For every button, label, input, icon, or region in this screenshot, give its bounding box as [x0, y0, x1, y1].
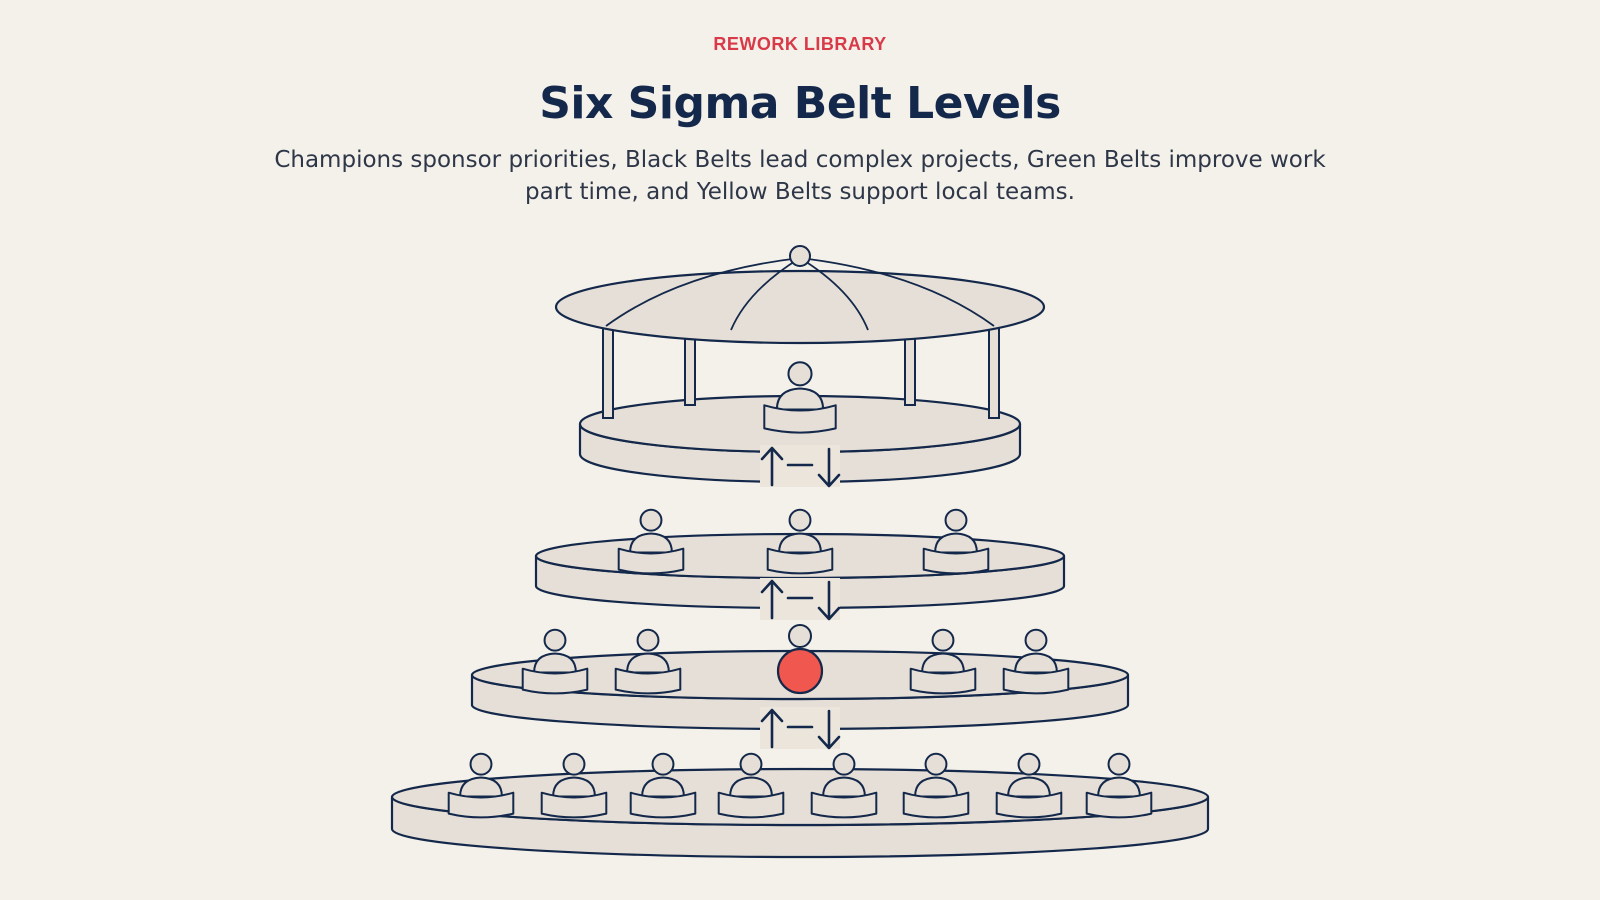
person-head	[944, 508, 968, 532]
eyebrow-label: REWORK LIBRARY	[713, 34, 887, 54]
connector-1-2	[760, 445, 841, 488]
person-level-2	[617, 508, 685, 575]
page-title: Six Sigma Belt Levels	[539, 78, 1061, 129]
desk	[521, 667, 589, 695]
person-head	[651, 752, 675, 776]
up-arrow-icon	[760, 708, 784, 749]
person-level-3	[521, 628, 589, 695]
person-level-4	[810, 752, 878, 819]
down-arrow-icon	[817, 709, 841, 750]
person-level-1	[763, 361, 837, 434]
person-level-2	[922, 508, 990, 575]
person-head	[931, 628, 955, 652]
highlight-dot	[776, 647, 824, 695]
desk	[629, 791, 697, 819]
desk	[617, 547, 685, 575]
up-arrow-icon	[760, 446, 784, 487]
platform-level-2	[534, 508, 1066, 610]
desk	[766, 547, 834, 575]
canopy-rib	[799, 257, 869, 331]
platform-level-4	[390, 752, 1210, 859]
person-head	[739, 752, 763, 776]
person-head	[1107, 752, 1131, 776]
canopy-post	[684, 330, 696, 406]
desk	[1002, 667, 1070, 695]
canopy	[554, 245, 1046, 419]
canopy-post	[988, 326, 1000, 419]
person-head	[788, 508, 812, 532]
desk	[614, 667, 682, 695]
desk	[922, 547, 990, 575]
desk	[540, 791, 608, 819]
person-level-4	[717, 752, 785, 819]
platform-level-3	[470, 624, 1130, 731]
canopy-rib	[730, 257, 801, 331]
page-subtitle: Champions sponsor priorities, Black Belt…	[274, 147, 1326, 205]
person-level-4	[1085, 752, 1153, 819]
person-head	[924, 752, 948, 776]
desk	[810, 791, 878, 819]
person-head	[636, 628, 660, 652]
person-head	[1017, 752, 1041, 776]
canopy-rib	[605, 257, 801, 327]
desk	[1085, 791, 1153, 819]
canopy-rib	[799, 257, 995, 327]
person-head	[832, 752, 856, 776]
person-head	[543, 628, 567, 652]
person-level-2	[766, 508, 834, 575]
platforms-group	[390, 245, 1210, 859]
person-level-4	[629, 752, 697, 819]
platform-level-1	[554, 245, 1046, 484]
person-level-4	[902, 752, 970, 819]
desk	[763, 404, 837, 434]
down-arrow-icon	[817, 447, 841, 488]
desk	[995, 791, 1063, 819]
highlighted-member	[776, 624, 824, 695]
connectors-group	[760, 445, 841, 750]
connector-3-4	[760, 707, 841, 750]
person-level-4	[447, 752, 515, 819]
person-head	[469, 752, 493, 776]
canopy-finial	[789, 245, 811, 267]
person-head	[787, 361, 813, 387]
desk	[717, 791, 785, 819]
down-arrow-icon	[817, 580, 841, 621]
person-head	[1024, 628, 1048, 652]
person-head	[562, 752, 586, 776]
person-level-3	[1002, 628, 1070, 695]
up-arrow-icon	[760, 579, 784, 620]
canopy-roof	[554, 269, 1046, 345]
person-level-4	[995, 752, 1063, 819]
connector-2-3	[760, 578, 841, 621]
canopy-post	[602, 326, 614, 419]
desk	[909, 667, 977, 695]
person-level-3	[614, 628, 682, 695]
person-head	[788, 624, 812, 648]
desk	[447, 791, 515, 819]
person-level-3	[909, 628, 977, 695]
canopy-post	[904, 330, 916, 406]
desk	[902, 791, 970, 819]
person-head	[639, 508, 663, 532]
person-level-4	[540, 752, 608, 819]
